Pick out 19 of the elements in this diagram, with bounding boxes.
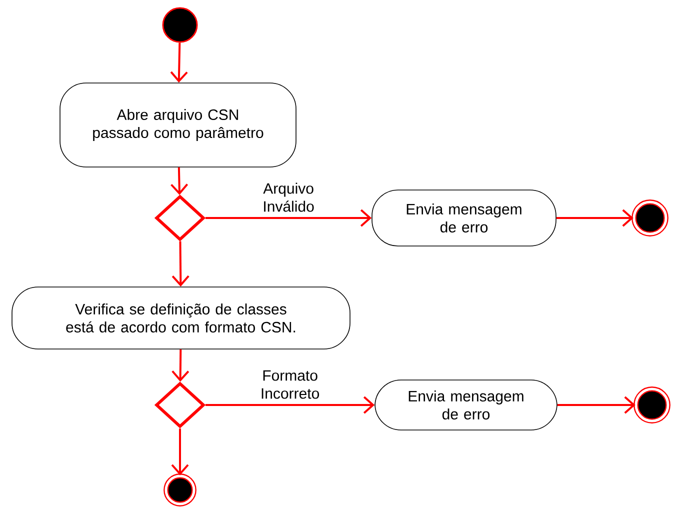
arrow [206,209,372,227]
arrow [170,42,188,83]
arrow [172,349,190,382]
end-node [164,474,196,506]
arrow [171,428,189,476]
activity-box: Abre arquivo CSN passado como parâmetro [60,82,296,168]
end-node [634,386,670,424]
edge-label: Formato Incorreto [262,370,320,399]
start-node [162,7,198,43]
activity-box: Envia mensagem de erro [372,190,556,246]
arrow [172,241,190,287]
arrow [556,209,634,227]
end-node [632,200,668,236]
arrow [206,396,375,414]
arrow [170,167,188,195]
activity-box: Verifica se definição de classes está de acordo com formato CSN. [12,286,350,350]
activity-box: Envia mensagem de erro [374,380,558,430]
edge-label: Arquivo Inválido [263,182,314,212]
arrow [557,396,636,414]
